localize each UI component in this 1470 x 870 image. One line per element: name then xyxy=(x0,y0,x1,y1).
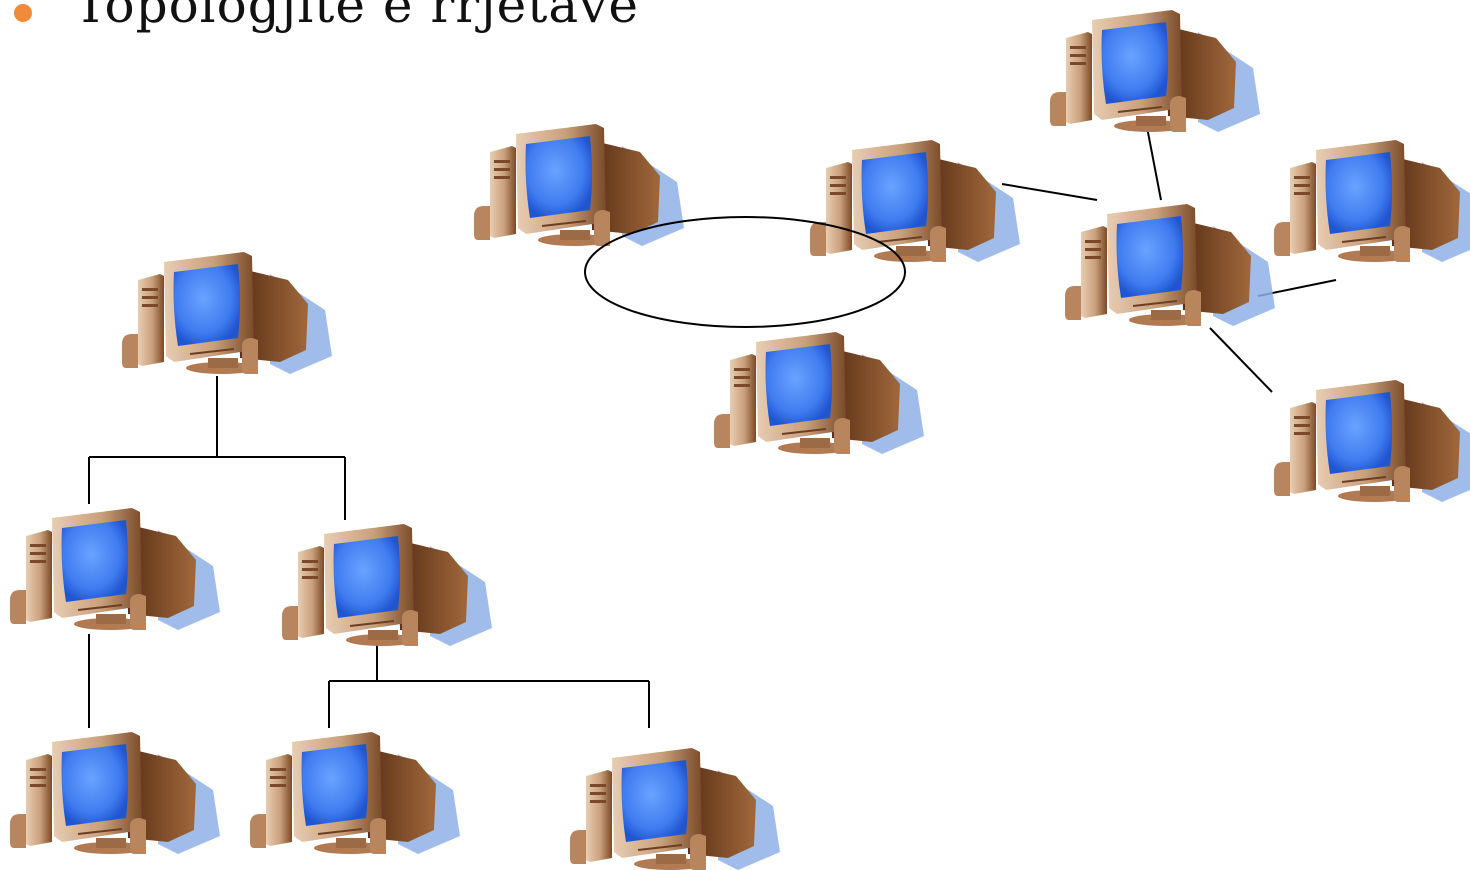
cable xyxy=(1001,183,1098,201)
slide-title: Topologjite e rrjetave xyxy=(74,0,639,34)
bullet-icon xyxy=(14,4,32,22)
cable xyxy=(88,376,346,520)
ring-topology xyxy=(473,123,925,455)
desktop-computer-icon xyxy=(1273,379,1470,503)
desktop-computer-icon xyxy=(1049,9,1261,133)
desktop-computer-icon xyxy=(9,507,221,631)
tree-topology xyxy=(9,251,781,870)
desktop-computer-icon xyxy=(809,139,1021,263)
desktop-computer-icon xyxy=(121,251,333,375)
cable xyxy=(1145,121,1162,201)
desktop-computer-icon xyxy=(9,731,221,855)
ring-cable xyxy=(584,216,906,328)
desktop-computer-icon xyxy=(1064,203,1276,327)
desktop-computer-icon xyxy=(1273,139,1470,263)
desktop-computer-icon xyxy=(713,331,925,455)
desktop-computer-icon xyxy=(281,523,493,647)
desktop-computer-icon xyxy=(249,731,461,855)
cable xyxy=(1209,327,1273,393)
cable xyxy=(328,632,650,728)
desktop-computer-icon xyxy=(569,747,781,870)
star-topology xyxy=(809,9,1470,503)
